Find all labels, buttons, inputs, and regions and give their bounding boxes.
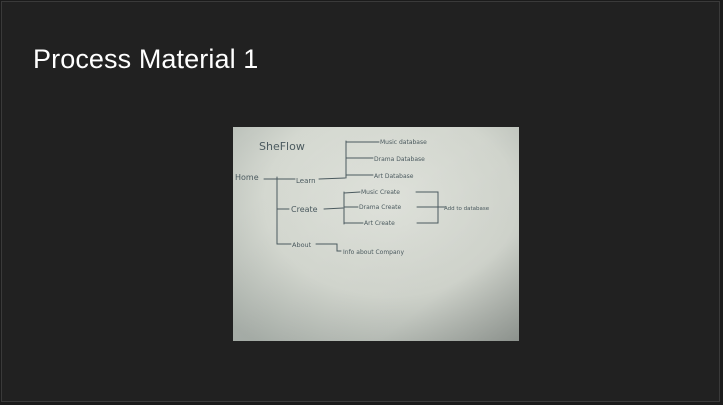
line-create-items (323, 207, 344, 210)
node-add-to-database: Add to database (444, 206, 490, 212)
sitemap-sketch-photo: SheFlow Home Learn Create About Music da… (233, 127, 519, 341)
node-drama-create: Drama Create (359, 204, 401, 211)
paper-shadow (233, 127, 519, 341)
sitemap-lines (263, 140, 446, 252)
sketch-heading: SheFlow (259, 140, 305, 153)
node-music-database: Music database (380, 139, 427, 146)
node-art-create: Art Create (364, 220, 395, 227)
node-info-about-company: Info about Company (343, 249, 404, 256)
line-to-music-create (343, 191, 361, 194)
node-home: Home (235, 173, 259, 182)
sitemap-labels: SheFlow Home Learn Create About Music da… (235, 139, 490, 256)
node-art-database: Art Database (374, 173, 414, 180)
node-learn: Learn (296, 177, 316, 185)
line-learn-db (318, 177, 346, 180)
line-about-info (315, 243, 342, 252)
node-music-create: Music Create (361, 189, 400, 196)
node-create: Create (291, 205, 318, 214)
sitemap-sketch: SheFlow Home Learn Create About Music da… (233, 127, 519, 341)
slide-title: Process Material 1 (33, 44, 259, 74)
node-about: About (292, 241, 312, 249)
node-drama-database: Drama Database (374, 156, 425, 163)
